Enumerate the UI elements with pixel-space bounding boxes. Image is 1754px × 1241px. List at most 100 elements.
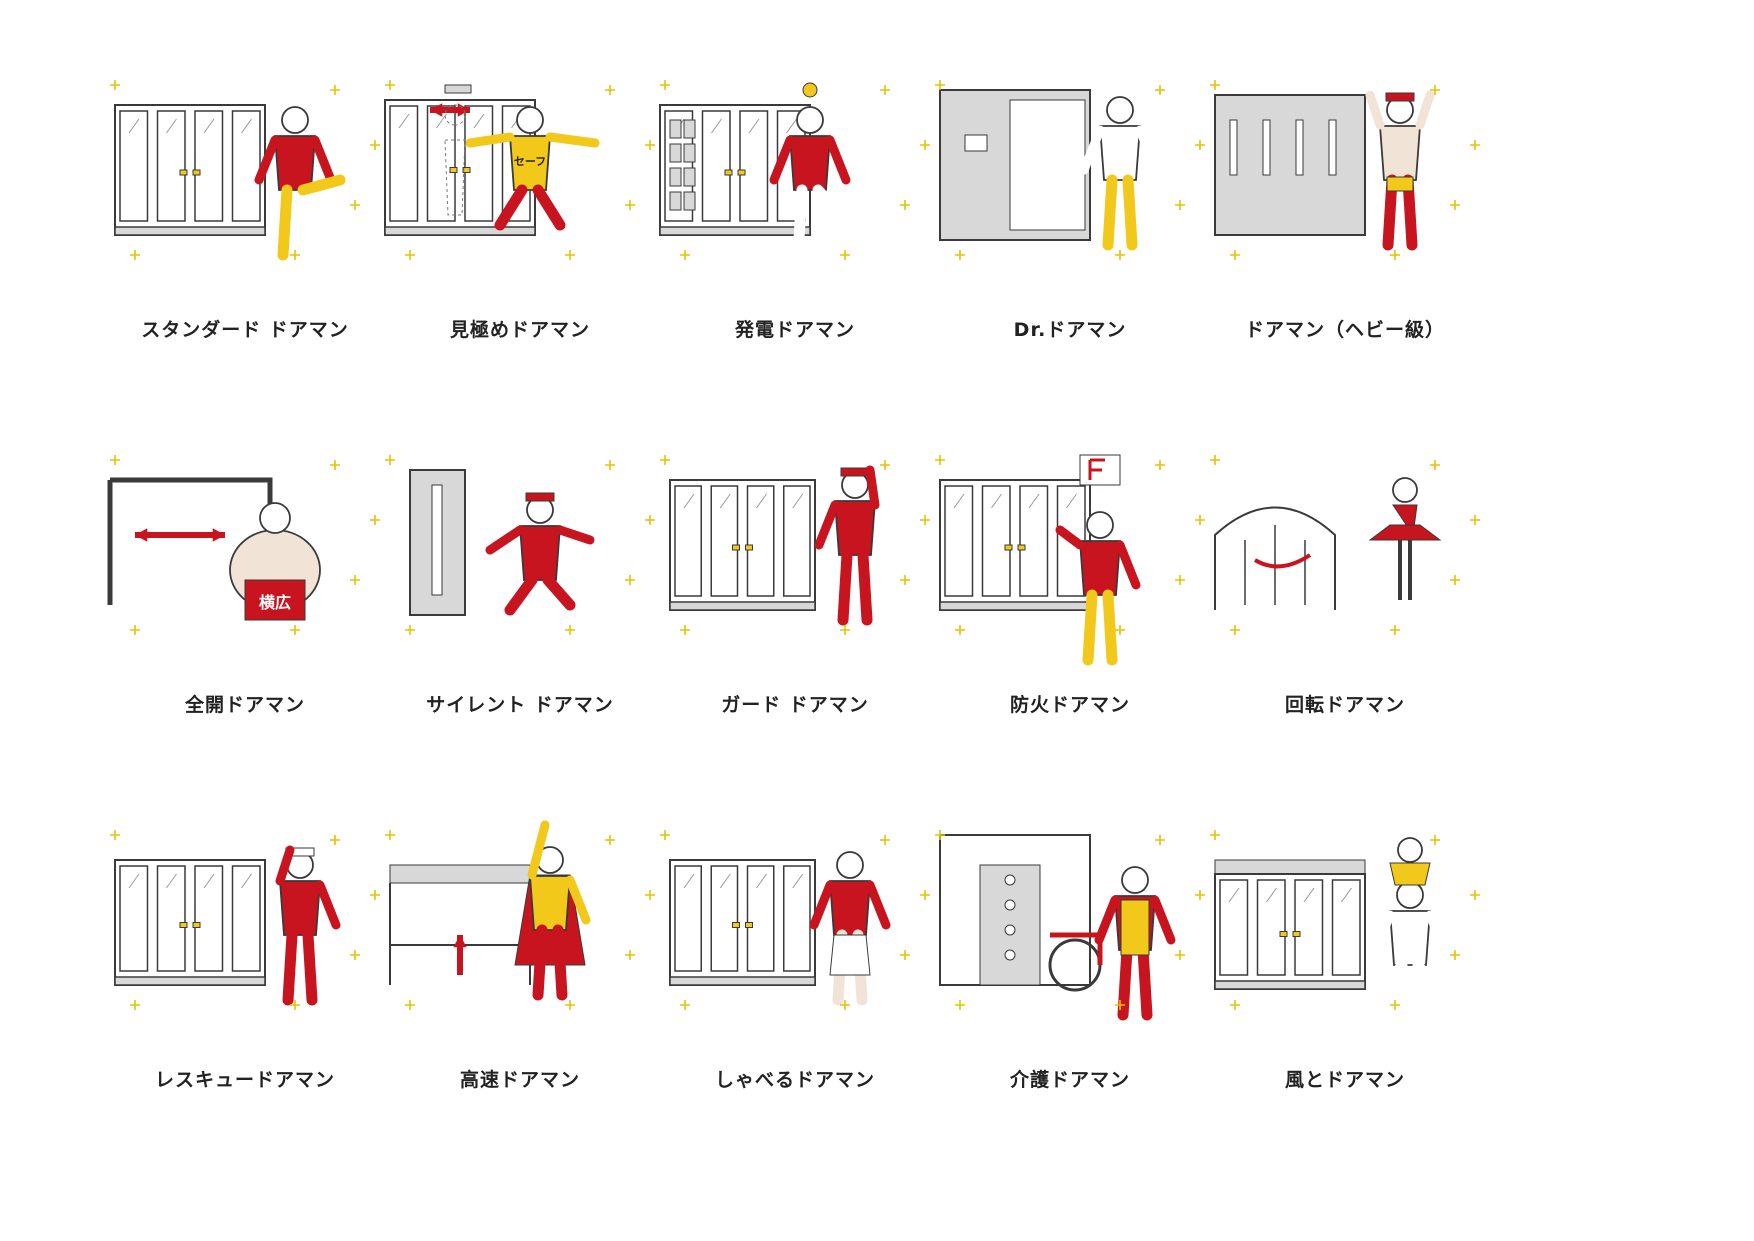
door-slot: [1229, 119, 1238, 176]
sparkle-icon: [1115, 625, 1125, 635]
person-head: [836, 851, 864, 879]
doorman-card: Dr.ドアマン: [920, 65, 1220, 365]
glass-panel: [1294, 879, 1324, 976]
sparkle-icon: [330, 835, 340, 845]
person-leg: [542, 574, 576, 611]
door-sill: [114, 226, 266, 236]
sparkle-icon: [565, 1000, 575, 1010]
person-leg: [532, 924, 548, 1001]
fire-flag-icon: [1088, 458, 1105, 480]
doorman-label: 発電ドアマン: [734, 319, 855, 341]
glass-glint: [128, 118, 140, 134]
person-head: [1397, 837, 1423, 863]
glass-panel: [739, 110, 769, 222]
person-leg: [1379, 959, 1408, 996]
doorman-illustration: [935, 454, 1205, 666]
sparkle-icon: [900, 575, 910, 585]
door-handle: [745, 544, 753, 551]
glass-panel: [701, 110, 731, 222]
sparkle-icon: [880, 85, 890, 95]
doorman-illustration: [935, 830, 1205, 1021]
elevator-button-icon: [1004, 949, 1016, 961]
person-leg: [552, 924, 568, 1001]
door-slot: [1295, 119, 1304, 176]
person-hat: [840, 467, 870, 477]
person-arm: [545, 132, 600, 148]
person-head: [1392, 477, 1418, 503]
illustration-group: セーフ: [384, 80, 655, 260]
door-opening: [1009, 99, 1086, 231]
doorman-label: 回転ドアマン: [1284, 694, 1405, 716]
doorman-label: 風とドアマン: [1284, 1069, 1405, 1091]
doorman-card: 介護ドアマン: [920, 815, 1220, 1115]
person-arm: [527, 820, 550, 880]
sparkle-icon: [625, 950, 635, 960]
person-arm: [1425, 910, 1451, 960]
person-leg: [532, 184, 566, 231]
doorman-label: レスキュードアマン: [154, 1069, 335, 1091]
glass-glint: [711, 118, 722, 134]
illustration-group: 横広: [107, 455, 380, 635]
glass-glint: [719, 873, 731, 889]
person-leg: [792, 184, 808, 261]
elevator-button-icon: [1004, 874, 1016, 886]
doorman-illustration: [659, 80, 930, 261]
person-head: [516, 106, 544, 134]
person-torso: [519, 525, 561, 581]
glass-glint: [1341, 887, 1352, 903]
person-leg: [282, 929, 298, 1006]
glass-panel: [194, 865, 224, 972]
person-leg: [1102, 174, 1118, 251]
glass-panel: [1219, 879, 1249, 976]
sparkle-icon: [385, 80, 395, 90]
sparkle-icon: [645, 140, 655, 150]
glass-panel: [783, 485, 811, 597]
solar-cell: [669, 119, 682, 139]
sparkle-icon: [920, 140, 930, 150]
glass-glint: [748, 118, 760, 134]
sparkle-icon: [1450, 200, 1460, 210]
glass-panel: [119, 865, 149, 972]
door-handle: [192, 922, 201, 928]
glass-panel: [389, 105, 419, 222]
person-torso: [789, 135, 831, 191]
person-arm: [555, 525, 595, 545]
person-arm: [565, 875, 591, 925]
glass-glint: [683, 493, 695, 509]
doorman-label: Dr.ドアマン: [1013, 319, 1127, 341]
sparkle-icon: [1210, 455, 1220, 465]
sparkle-icon: [1175, 950, 1185, 960]
sparkle-icon: [1195, 140, 1205, 150]
person-arm: [485, 525, 525, 555]
sparkle-icon: [1470, 515, 1480, 525]
heavy-door: [1214, 94, 1366, 236]
sparkle-icon: [385, 830, 395, 840]
door-handle: [449, 167, 458, 173]
sparkle-icon: [605, 85, 615, 95]
arrowhead-icon: [212, 528, 225, 542]
sparkle-icon: [130, 1000, 140, 1010]
door-slot: [1262, 119, 1271, 176]
sparkle-icon: [290, 625, 300, 635]
person-torso: [274, 135, 316, 191]
sensor-box: [444, 84, 472, 94]
person-head: [796, 106, 824, 134]
door-handle: [179, 169, 188, 176]
doorman-card: スタンダード ドアマン: [95, 65, 395, 365]
door-sill: [669, 601, 816, 611]
sparkle-icon: [935, 455, 945, 465]
sparkle-icon: [920, 515, 930, 525]
sparkle-icon: [130, 250, 140, 260]
sparkle-icon: [350, 200, 360, 210]
illustration-group: [1210, 80, 1480, 260]
sparkle-icon: [1210, 80, 1220, 90]
solar-cell: [683, 119, 696, 139]
glass-panel: [231, 110, 261, 222]
door-slot: [1328, 119, 1337, 176]
sparkle-icon: [1230, 625, 1240, 635]
sparkle-icon: [955, 625, 965, 635]
doorman-card: レスキュードアマン: [95, 815, 395, 1115]
illustration-group: [659, 80, 930, 261]
air-curtain: [1214, 859, 1366, 875]
person-torso: [529, 875, 571, 931]
